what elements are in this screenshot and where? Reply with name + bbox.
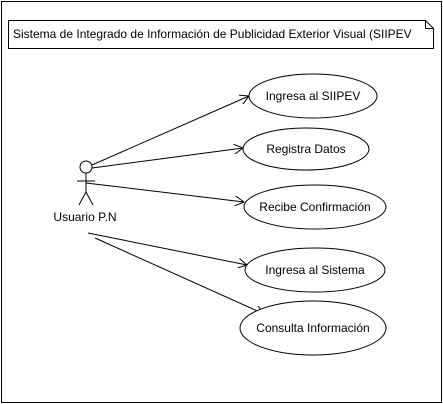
association-uc5 [94, 237, 264, 314]
actor-usuario-pn: Usuario P.N [53, 160, 117, 224]
use-case-ellipse [242, 127, 370, 171]
use-case-ellipse [243, 184, 387, 230]
use-case-label: Ingresa al Sistema [265, 263, 365, 277]
use-case-uc2: Registra Datos [242, 127, 370, 171]
association-uc1 [91, 96, 249, 166]
use-case-ellipse [248, 73, 378, 119]
actor-left-leg [78, 191, 87, 206]
actor-label: Usuario P.N [53, 210, 116, 224]
actor-head [79, 160, 93, 174]
use-case-ellipse [244, 247, 386, 293]
use-case-uc1: Ingresa al SIIPEV [248, 73, 378, 119]
use-case-label: Registra Datos [266, 142, 345, 156]
association-uc2 [91, 148, 243, 169]
system-title-note: Sistema de Integrado de Información de P… [8, 20, 434, 49]
use-case-label: Ingresa al SIIPEV [266, 89, 361, 103]
use-case-label: Consulta Información [256, 321, 369, 335]
use-case-ellipse [239, 300, 387, 356]
associations [85, 96, 264, 314]
use-case-uc3: Recibe Confirmación [243, 184, 387, 230]
actor-right-leg [85, 191, 94, 206]
use-case-uc4: Ingresa al Sistema [244, 247, 386, 293]
use-case-label: Recibe Confirmación [259, 200, 370, 214]
use-case-uc5: Consulta Información [239, 300, 387, 356]
system-title: Sistema de Integrado de Información de P… [13, 27, 412, 41]
association-uc3 [85, 182, 244, 202]
association-uc4 [87, 232, 247, 265]
